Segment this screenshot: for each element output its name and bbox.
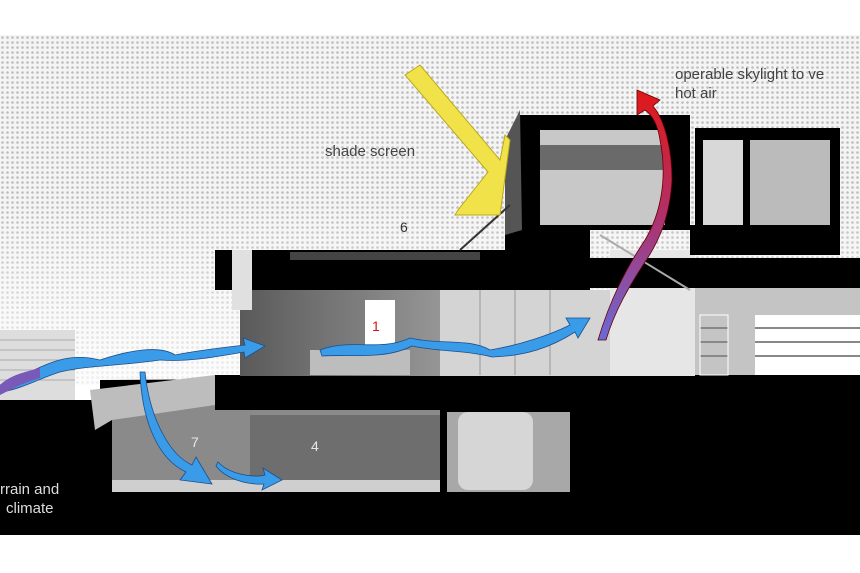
airflow-cool-arrows [0, 317, 591, 491]
sun-arrow [404, 64, 511, 216]
garage-door [755, 315, 860, 375]
cistern [458, 412, 533, 490]
room-number-4: 4 [311, 438, 319, 454]
shade-screen-label: shade screen [325, 143, 416, 160]
airflow-warm-arrow [597, 89, 673, 341]
room-number-1: 1 [372, 318, 380, 334]
terrain-label-line2: climate [6, 500, 54, 517]
room-number-6: 6 [400, 219, 408, 235]
room-number-7: 7 [191, 434, 199, 450]
skylight-label-line2: hot air [675, 85, 717, 102]
terrain-label-line1: rrain and [0, 481, 60, 498]
skylight-label-line1: operable skylight to ve [675, 66, 825, 83]
